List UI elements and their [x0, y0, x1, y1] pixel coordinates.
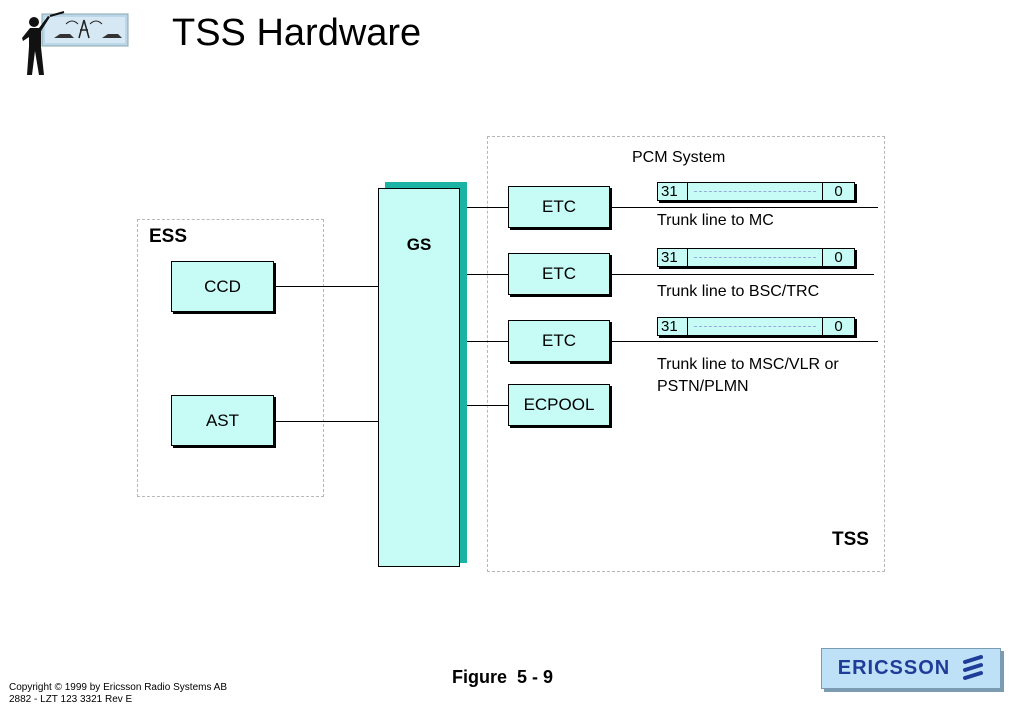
connector-gs-etc-3 — [460, 341, 508, 342]
pcm-frame-1-low: 0 — [822, 183, 854, 200]
etc-block-3: ETC — [508, 320, 610, 362]
tss-label: TSS — [832, 529, 869, 550]
copyright-line-1: Copyright © 1999 by Ericsson Radio Syste… — [9, 682, 228, 693]
connector-gs-etc-1 — [460, 207, 508, 208]
pcm-frame-3-high: 31 — [658, 318, 688, 335]
connector-ccd-gs — [274, 286, 378, 287]
trunk-line-1 — [610, 207, 878, 208]
ess-label: ESS — [149, 226, 188, 247]
pcm-frame-2-high: 31 — [658, 249, 688, 266]
etc-block-2: ETC — [508, 253, 610, 295]
pcm-frame-1: 31 0 — [657, 182, 855, 201]
ess-region — [137, 219, 324, 497]
copyright-notice: Copyright © 1999 by Ericsson Radio Syste… — [9, 682, 227, 706]
gs-block — [378, 188, 460, 567]
pcm-frame-3-timeslots — [694, 326, 816, 327]
slide-title: TSS Hardware — [172, 12, 422, 54]
connector-ast-gs — [274, 421, 378, 422]
pcm-frame-1-high: 31 — [658, 183, 688, 200]
connector-gs-ecpool — [460, 405, 508, 406]
pcm-frame-2-timeslots — [694, 257, 816, 258]
pcm-frame-2-low: 0 — [822, 249, 854, 266]
ecpool-block: ECPOOL — [508, 384, 610, 426]
trunk-label-3: Trunk line to MSC/VLR or PSTN/PLMN — [657, 356, 839, 395]
ericsson-wordmark: ERICSSON — [837, 657, 951, 679]
ast-block: AST — [171, 395, 274, 446]
pcm-frame-2: 31 0 — [657, 248, 855, 267]
ccd-block: CCD — [171, 261, 274, 312]
figure-caption: Figure 5 - 9 — [452, 667, 554, 687]
presenter-logo-icon — [22, 11, 129, 75]
trunk-label-1: Trunk line to MC — [657, 212, 774, 229]
pcm-frame-3-low: 0 — [822, 318, 854, 335]
trunk-label-2: Trunk line to BSC/TRC — [657, 283, 820, 300]
tss-region — [487, 136, 885, 572]
trunk-line-3 — [610, 341, 878, 342]
pcm-frame-3: 31 0 — [657, 317, 855, 336]
pcm-system-title: PCM System — [632, 149, 726, 166]
copyright-line-2: 2882 - LZT 123 3321 Rev E — [9, 694, 133, 705]
gs-label: GS — [406, 235, 432, 254]
connector-gs-etc-2 — [460, 274, 508, 275]
ericsson-logo: ERICSSON — [821, 648, 1001, 689]
pcm-frame-1-timeslots — [694, 191, 816, 192]
trunk-line-2 — [610, 274, 874, 275]
etc-block-1: ETC — [508, 186, 610, 228]
ericsson-e-mark-icon — [963, 654, 984, 680]
